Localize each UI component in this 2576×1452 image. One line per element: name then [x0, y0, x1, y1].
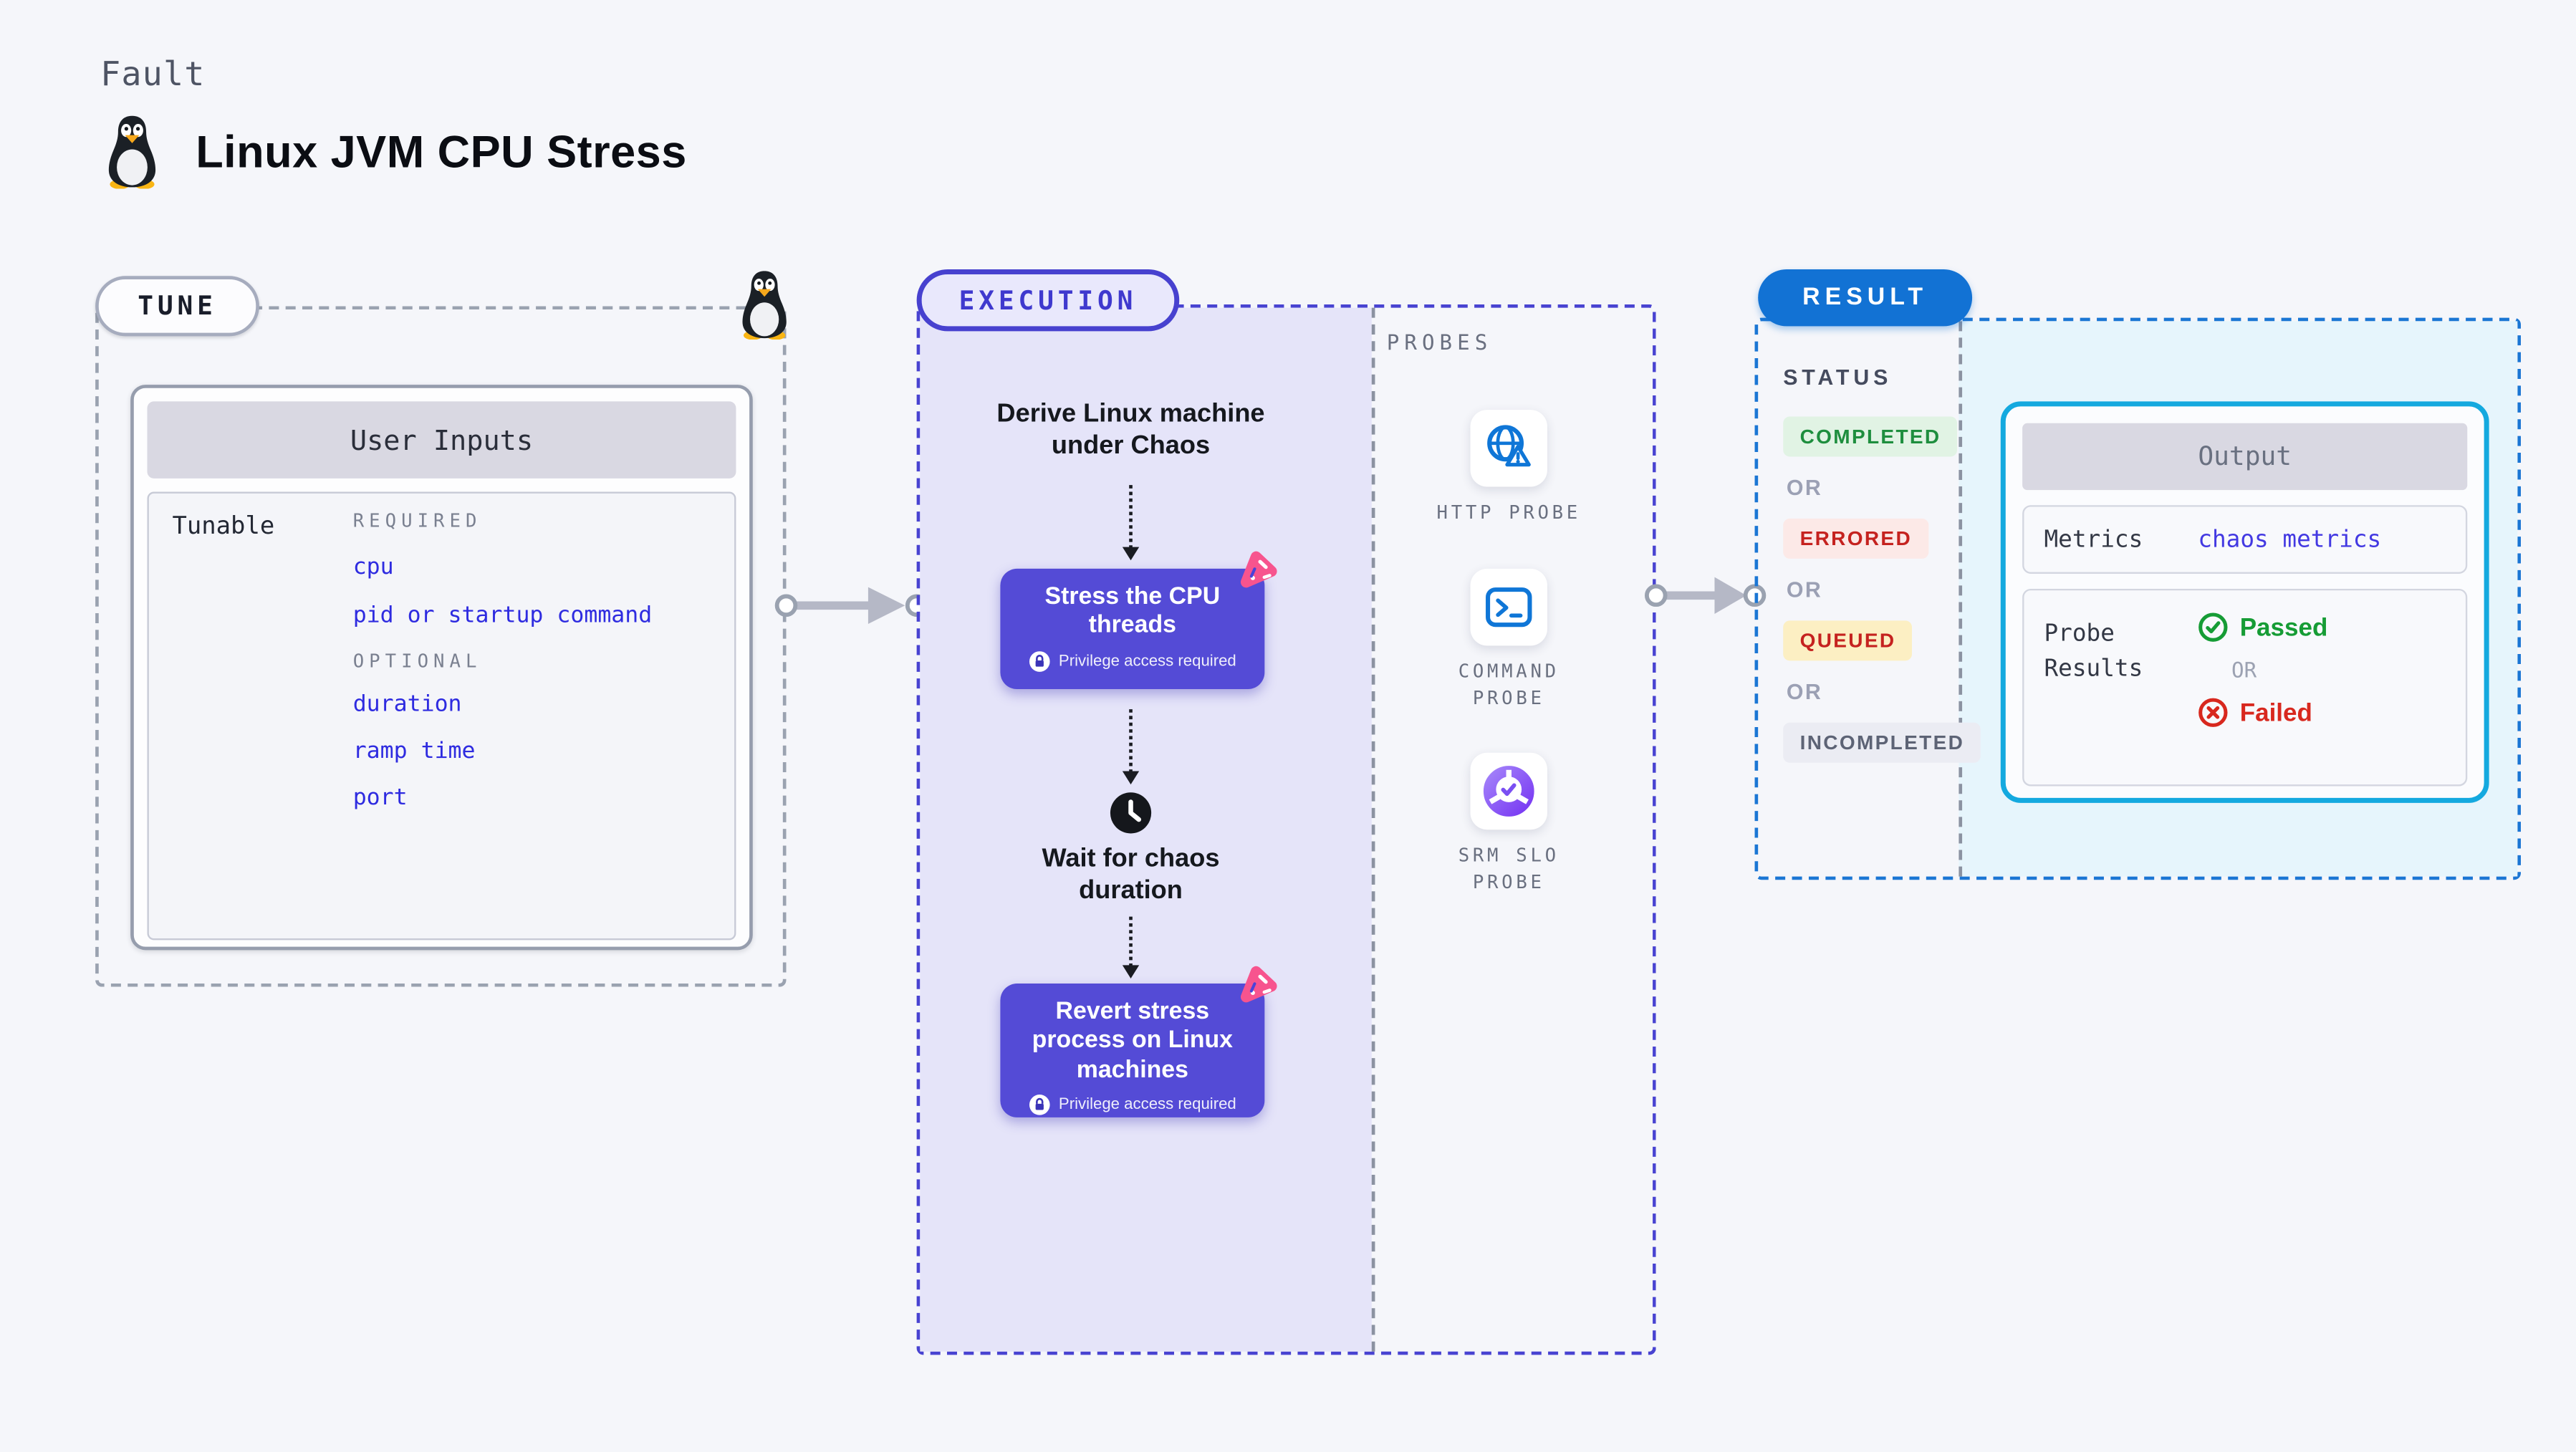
- flow-arrow-down: [1122, 709, 1139, 785]
- tunable-link-duration[interactable]: duration: [352, 691, 462, 718]
- privilege-note: Privilege access required: [1058, 652, 1236, 670]
- globe-alert-icon: [1487, 425, 1531, 467]
- x-circle-icon: [2198, 698, 2228, 727]
- execution-section: PROBES: [916, 304, 1656, 1355]
- tunable-link-cpu[interactable]: cpu: [352, 553, 394, 581]
- tunable-label: Tunable: [172, 513, 275, 541]
- optional-label: OPTIONAL: [352, 650, 482, 673]
- stress-cpu-node: Stress the CPU threads Privilege access …: [1000, 569, 1264, 690]
- revert-stress-node: Revert stress process on Linux machines …: [1000, 984, 1264, 1117]
- linux-tux-icon: [734, 269, 794, 340]
- status-column: STATUS COMPLETED OR ERRORED OR QUEUED OR…: [1783, 365, 1981, 763]
- or-label: OR: [2231, 657, 2257, 683]
- linux-tux-icon: [100, 114, 164, 189]
- derive-machine-step: Derive Linux machine under Chaos: [996, 400, 1265, 461]
- lock-icon: [1029, 1095, 1050, 1116]
- clock-icon: [1110, 792, 1152, 834]
- tune-to-execution-arrow: [774, 587, 928, 624]
- revert-stress-title: Revert stress process on Linux machines: [1032, 999, 1234, 1084]
- chaos-spray-icon: [1236, 963, 1280, 1007]
- failed-verdict: Failed: [2198, 698, 2327, 728]
- tunable-link-port[interactable]: port: [352, 784, 408, 812]
- http-probe-label: HTTP PROBE: [1436, 501, 1581, 524]
- probe-results-row: Probe Results Passed OR Failed: [2022, 588, 2468, 787]
- probe-results-label: Probe Results: [2044, 620, 2143, 683]
- srm-slo-probe-card: [1470, 752, 1547, 830]
- command-probe-card: [1470, 568, 1547, 646]
- page-title: Linux JVM CPU Stress: [196, 127, 687, 178]
- execution-section-pill: EXECUTION: [916, 269, 1180, 332]
- probes-heading: PROBES: [1386, 330, 1493, 355]
- command-probe-label: COMMAND PROBE: [1458, 660, 1559, 709]
- execution-probes-divider: [1371, 307, 1375, 1352]
- status-badge-completed: COMPLETED: [1783, 416, 1958, 457]
- tunable-link-pid-or-startup-command[interactable]: pid or startup command: [352, 602, 653, 629]
- tune-section-pill: TUNE: [95, 276, 259, 337]
- result-section-pill: RESULT: [1758, 269, 1973, 327]
- user-inputs-body: Tunable REQUIRED cpu pid or startup comm…: [147, 491, 736, 941]
- flow-arrow-down: [1122, 916, 1139, 979]
- metrics-row: Metrics chaos metrics: [2022, 505, 2468, 574]
- output-card: Output Metrics chaos metrics Probe Resul…: [2000, 401, 2489, 803]
- probes-to-result-arrow: [1644, 577, 1767, 614]
- lock-icon: [1029, 650, 1050, 672]
- stress-cpu-title: Stress the CPU threads: [1044, 583, 1221, 640]
- status-heading: STATUS: [1783, 365, 1893, 390]
- output-header: Output: [2022, 423, 2468, 491]
- wait-duration-step: Wait for chaos duration: [1042, 845, 1220, 906]
- tune-section: [95, 306, 786, 987]
- check-circle-icon: [2198, 612, 2228, 642]
- status-badge-errored: ERRORED: [1783, 518, 1929, 559]
- flow-arrow-down: [1122, 485, 1139, 561]
- user-inputs-header: User Inputs: [147, 401, 736, 479]
- fault-eyebrow: Fault: [100, 53, 206, 94]
- chaos-spray-icon: [1236, 549, 1280, 592]
- or-label: OR: [1786, 679, 1823, 705]
- terminal-icon: [1486, 587, 1532, 628]
- status-badge-incompleted: INCOMPLETED: [1783, 722, 1981, 763]
- required-label: REQUIRED: [352, 510, 482, 532]
- passed-label: Passed: [2239, 612, 2328, 642]
- http-probe-card: [1470, 410, 1547, 487]
- status-badge-queued: QUEUED: [1783, 620, 1913, 661]
- failed-label: Failed: [2239, 698, 2312, 727]
- chaos-metrics-link[interactable]: chaos metrics: [2198, 526, 2382, 553]
- user-inputs-card: User Inputs Tunable REQUIRED cpu pid or …: [130, 385, 753, 951]
- metrics-label: Metrics: [2044, 526, 2143, 553]
- srm-slo-probe-label: SRM SLO PROBE: [1458, 845, 1559, 893]
- tunable-link-ramp-time[interactable]: ramp time: [352, 737, 476, 765]
- slo-donut-check-icon: [1483, 766, 1534, 817]
- or-label: OR: [1786, 577, 1823, 602]
- privilege-note: Privilege access required: [1058, 1095, 1236, 1115]
- execution-flow-area: [920, 307, 1372, 1352]
- passed-verdict: Passed: [2198, 612, 2327, 643]
- or-label: OR: [1786, 475, 1823, 501]
